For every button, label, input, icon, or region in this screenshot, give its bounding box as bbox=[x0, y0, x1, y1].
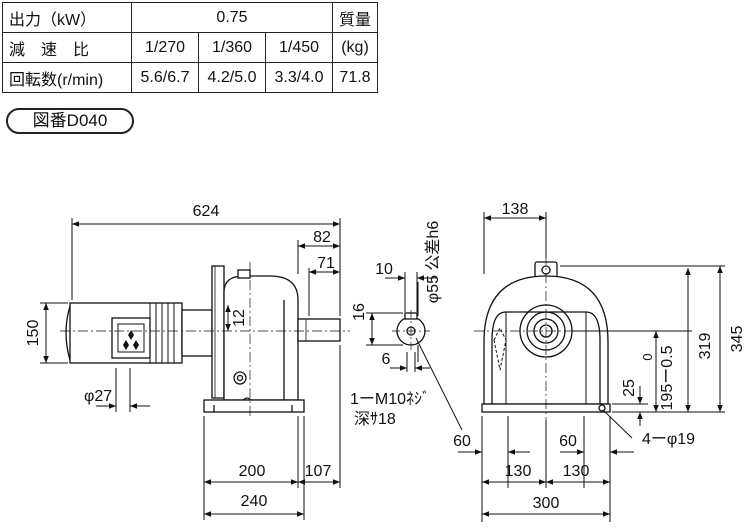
dim-hole-offset: 12 bbox=[231, 309, 248, 327]
dim-key-depth: 16 bbox=[351, 303, 368, 321]
spec-row-output: 出力（kW） 0.75 質量 bbox=[2, 2, 378, 33]
dim-key-offset: 6 bbox=[382, 351, 391, 368]
shaft-end-view bbox=[392, 310, 430, 352]
gear-housing bbox=[223, 275, 299, 401]
dim-base-thickness: 25 bbox=[621, 379, 638, 397]
mass-value: 71.8 bbox=[332, 62, 378, 93]
dim-foot-length: 240 bbox=[241, 493, 268, 510]
dim-shaft-diameter: φ55 公差h6 bbox=[424, 221, 442, 304]
front-view bbox=[474, 255, 620, 420]
gear-flange bbox=[211, 265, 225, 399]
dim-shaft-center-end: 107 bbox=[305, 463, 332, 480]
dim-motor-height: 150 bbox=[25, 320, 42, 347]
dimension-labels: 624 82 71 150 φ27 12 200 107 240 10 16 6… bbox=[25, 201, 745, 512]
output-value: 0.75 bbox=[131, 2, 333, 33]
output-label: 出力（kW） bbox=[2, 2, 132, 33]
dim-base-width: 300 bbox=[533, 495, 560, 512]
dim-shaft-height-tol: 195ー0.5 bbox=[659, 345, 676, 410]
dim-foot-edge-left: 60 bbox=[453, 433, 471, 450]
speed-label: 回転数(r/min) bbox=[2, 62, 132, 93]
dim-bolt-pitch-right: 130 bbox=[563, 463, 590, 480]
dim-shaft-length: 71 bbox=[317, 255, 335, 272]
dim-cable-gland: φ27 bbox=[84, 388, 112, 405]
ratio-label: 減 速 比 bbox=[2, 32, 132, 63]
dim-bolt-pitch-left: 130 bbox=[505, 463, 532, 480]
ratio-value-3: 1/450 bbox=[265, 32, 333, 63]
speed-value-3: 3.3/4.0 bbox=[265, 62, 333, 93]
spec-row-speed: 回転数(r/min) 5.6/6.7 4.2/5.0 3.3/4.0 71.8 bbox=[2, 62, 378, 93]
dim-shaft-extension: 82 bbox=[313, 229, 331, 246]
base-plate bbox=[203, 399, 305, 413]
dim-mount-holes: 4ーφ19 bbox=[642, 431, 695, 448]
dim-tap-line1: 1ーM10ﾈｼﾞ bbox=[350, 390, 430, 408]
oil-gauge bbox=[493, 326, 507, 371]
dim-key-width: 10 bbox=[375, 261, 393, 278]
drain-plug bbox=[233, 371, 247, 385]
dim-shaft-tol-upper: 0 bbox=[640, 353, 655, 360]
speed-value-1: 5.6/6.7 bbox=[131, 62, 199, 93]
spec-row-ratio: 減 速 比 1/270 1/360 1/450 (kg) bbox=[2, 32, 378, 63]
dim-base-length: 200 bbox=[239, 463, 266, 480]
dim-shaft-height: 319 bbox=[697, 333, 714, 360]
dimension-lines bbox=[40, 212, 725, 522]
drawing-number-badge: 図番D040 bbox=[6, 108, 134, 134]
spec-table: 出力（kW） 0.75 質量 減 速 比 1/270 1/360 1/450 (… bbox=[2, 2, 378, 93]
dim-foot-edge-right: 60 bbox=[559, 433, 577, 450]
side-view bbox=[60, 262, 350, 418]
mass-unit: (kg) bbox=[332, 32, 378, 63]
dim-overall-height: 345 bbox=[729, 326, 745, 353]
dim-tap-line2: 深ｻ18 bbox=[354, 410, 396, 428]
motor-end-cap bbox=[65, 305, 71, 361]
dim-top-width: 138 bbox=[502, 201, 529, 218]
speed-value-2: 4.2/5.0 bbox=[198, 62, 266, 93]
maker-logo bbox=[123, 330, 139, 350]
dim-overall-length: 624 bbox=[193, 203, 220, 220]
output-shaft bbox=[297, 318, 341, 342]
adapter-flange bbox=[181, 309, 213, 357]
